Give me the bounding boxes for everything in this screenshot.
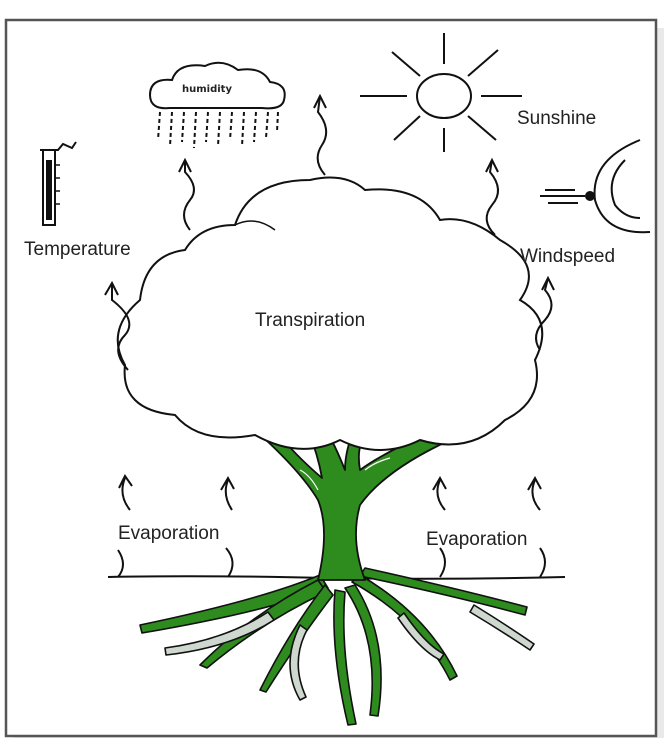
transpiration-label: Transpiration <box>255 310 365 331</box>
temperature-label: Temperature <box>24 239 131 260</box>
humidity-label: humidity <box>182 84 232 95</box>
evaporation-label-left: Evaporation <box>118 523 219 544</box>
sunshine-label: Sunshine <box>517 108 596 129</box>
windspeed-label: Windspeed <box>520 246 615 267</box>
evaporation-label-right: Evaporation <box>426 529 527 550</box>
